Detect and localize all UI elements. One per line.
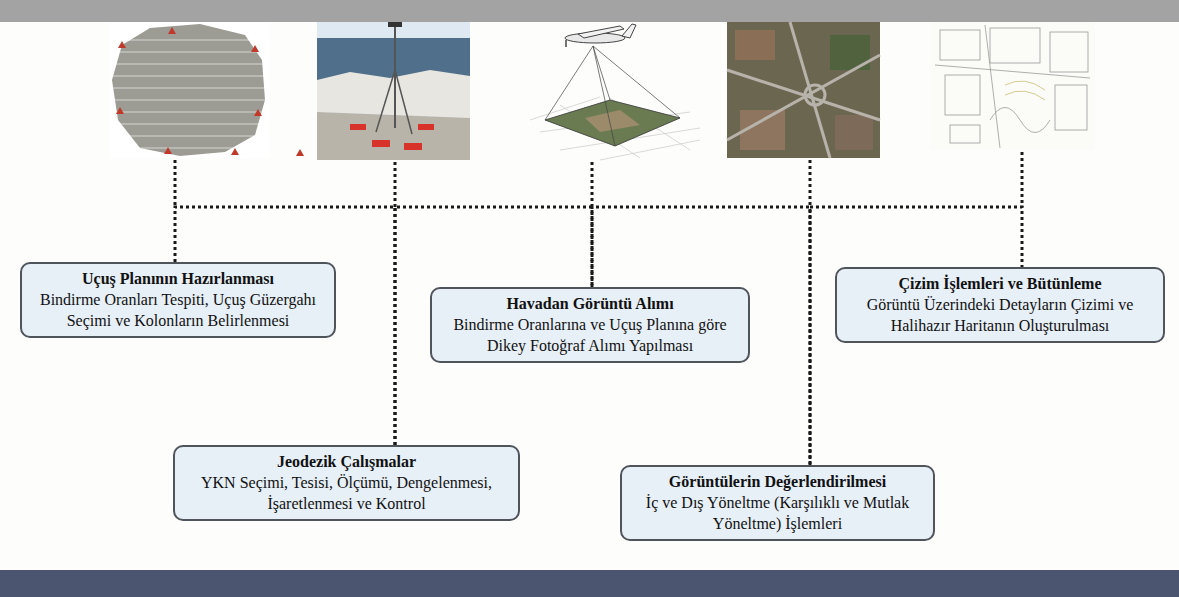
top-bar	[0, 0, 1179, 22]
sky	[317, 22, 470, 160]
box-body: Görüntü Üzerindeki Detayların Çizimi ve …	[845, 295, 1155, 337]
contour	[1005, 81, 1045, 90]
contour	[1005, 91, 1045, 100]
road	[727, 70, 880, 120]
image-leaders	[175, 152, 1022, 207]
control-triangle	[118, 41, 126, 48]
line-map-image	[930, 22, 1095, 150]
control-triangle	[116, 107, 124, 114]
flight-lines	[110, 40, 270, 148]
aircraft-image	[530, 24, 700, 160]
parcel	[940, 30, 980, 60]
flight-line	[110, 64, 270, 65]
flight-line	[110, 76, 270, 77]
wing	[578, 26, 624, 38]
control-triangle	[251, 45, 259, 52]
box-body: Bindirme Oranları Tespiti, Uçuş Güzergah…	[30, 290, 326, 332]
flight-line	[110, 88, 270, 89]
block	[835, 115, 873, 150]
flight-line	[110, 52, 270, 53]
box-body: Bindirme Oranlarına ve Uçuş Planına göre…	[440, 315, 740, 357]
photo-detail	[585, 110, 640, 132]
box-heading: Uçuş Planının Hazırlanması	[30, 269, 326, 290]
pavement	[317, 112, 470, 160]
antenna	[388, 22, 402, 27]
leader-line	[1021, 152, 1024, 207]
process-box: Çizim İşlemleri ve BütünlemeGörüntü Üzer…	[835, 267, 1165, 343]
antenna-pole	[394, 26, 396, 128]
block	[735, 30, 775, 60]
control-triangle	[231, 148, 239, 155]
view-line	[593, 46, 680, 118]
street	[935, 65, 1090, 78]
parcel	[1050, 32, 1088, 72]
box-heading: Çizim İşlemleri ve Bütünleme	[845, 274, 1155, 295]
flight-line	[110, 124, 270, 125]
flight-line	[110, 148, 270, 149]
parcel	[1055, 85, 1087, 130]
map-lines	[935, 25, 1090, 148]
box-heading: Havadan Görüntü Alımı	[440, 294, 740, 315]
ground-mark	[418, 124, 434, 130]
drawing-ground	[930, 22, 1095, 150]
box-heading: Jeodezik Çalışmalar	[183, 452, 510, 473]
footprint-photo	[545, 100, 680, 146]
control-triangle	[164, 147, 172, 154]
flight-line	[110, 40, 270, 41]
view-line	[593, 46, 615, 146]
curved-road	[990, 108, 1050, 133]
view-line	[545, 46, 593, 120]
box-body: İç ve Dış Yöneltme (Karşılıklı ve Mutlak…	[630, 493, 925, 535]
parcel	[950, 125, 980, 143]
tripod-leg	[376, 70, 395, 132]
process-box: Havadan Görüntü AlımıBindirme Oranlarına…	[430, 287, 750, 363]
view-lines	[545, 46, 680, 146]
flight-plan-image	[110, 22, 304, 158]
box-heading: Görüntülerin Değerlendirilmesi	[630, 472, 925, 493]
contour-lines	[1005, 81, 1045, 100]
ground-mark	[404, 143, 422, 150]
street	[985, 25, 1000, 148]
landing-gear	[565, 40, 567, 47]
leader-line	[394, 162, 397, 207]
box-body: YKN Seçimi, Tesisi, Ölçümü, Dengelenmesi…	[183, 473, 510, 515]
roundabout	[805, 85, 825, 105]
bottom-bar	[0, 570, 1179, 597]
tail	[622, 24, 636, 38]
image-ground	[110, 22, 270, 158]
control-triangle	[168, 27, 176, 34]
roads	[727, 22, 880, 158]
survey-photo	[317, 22, 470, 160]
parcel	[945, 75, 980, 115]
control-triangle	[254, 109, 262, 116]
ground-mark	[372, 140, 390, 147]
leader-line	[174, 160, 177, 207]
road	[790, 22, 830, 158]
process-box: Uçuş Planının HazırlanmasıBindirme Oranl…	[20, 262, 336, 338]
flight-line	[110, 100, 270, 101]
view-line	[593, 46, 610, 100]
photo-ground	[727, 22, 880, 158]
control-triangle	[296, 149, 304, 156]
control-points	[116, 27, 304, 156]
tripod-leg	[395, 70, 412, 134]
flight-line	[110, 136, 270, 137]
flight-line	[110, 112, 270, 113]
process-box: Görüntülerin Değerlendirilmesiİç ve Dış …	[620, 465, 935, 541]
leader-line	[809, 160, 812, 207]
process-box: Jeodezik ÇalışmalarYKN Seçimi, Tesisi, Ö…	[173, 445, 520, 521]
leader-line	[591, 162, 594, 207]
parcel	[990, 28, 1040, 63]
road	[727, 55, 880, 140]
ground-mark	[350, 124, 366, 130]
aerial-photo	[727, 22, 880, 158]
ground-grid	[530, 97, 700, 160]
